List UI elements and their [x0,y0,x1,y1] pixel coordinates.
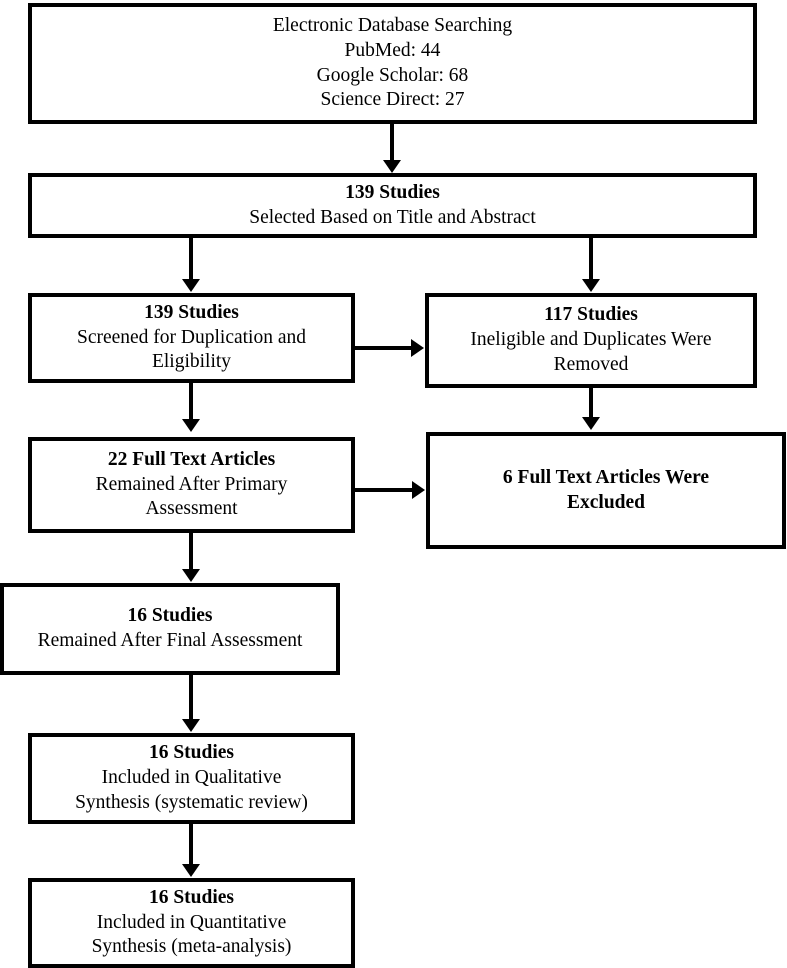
connector-selected-to-ineligible [589,238,593,280]
node-identification-line-4: Science Direct: 27 [320,89,465,111]
node-screened: 139 Studies Screened for Duplication and… [28,293,355,383]
node-ineligible-removed-description-line-2: Removed [553,353,629,375]
node-full-text-remained-description-line-1: Remained After Primary [95,473,288,495]
node-qualitative-synthesis-count: 16 Studies [148,742,235,764]
connector-screened-to-ineligible [355,346,412,350]
node-full-text-remained-count: 22 Full Text Articles [107,448,276,470]
node-quantitative-synthesis-count: 16 Studies [148,886,235,908]
node-screened-description-line-1: Screened for Duplication and [76,326,307,348]
connector-full-text-to-excluded [355,488,413,492]
arrowhead-ineligible-to-excluded [582,417,600,430]
connector-full-text-to-final [189,533,193,570]
node-final-assessment-description: Remained After Final Assessment [37,630,303,651]
node-qualitative-synthesis: 16 Studies Included in Qualitative Synth… [28,733,355,824]
connector-identification-to-selected [390,124,394,161]
node-final-assessment-count: 16 Studies [127,605,213,627]
node-selected: 139 Studies Selected Based on Title and … [28,173,757,238]
node-screened-count: 139 Studies [144,301,239,323]
arrowhead-selected-to-ineligible [582,279,600,292]
node-identification-line-2: PubMed: 44 [344,39,441,61]
node-quantitative-synthesis: 16 Studies Included in Quantitative Synt… [28,878,355,968]
node-quantitative-synthesis-description-line-1: Included in Quantitative [96,911,287,933]
connector-final-to-qualitative [189,675,193,720]
node-full-text-excluded: 6 Full Text Articles Were Excluded [426,432,786,549]
arrowhead-final-to-qualitative [182,719,200,732]
arrowhead-full-text-to-final [182,569,200,582]
node-full-text-excluded-line-2: Excluded [566,491,646,513]
node-final-assessment: 16 Studies Remained After Final Assessme… [0,583,340,675]
node-quantitative-synthesis-description-line-2: Synthesis (meta-analysis) [91,936,292,958]
arrowhead-qualitative-to-quantitative [182,864,200,877]
node-full-text-remained: 22 Full Text Articles Remained After Pri… [28,437,355,533]
connector-selected-to-screened [189,238,193,280]
node-ineligible-removed: 117 Studies Ineligible and Duplicates We… [425,293,757,388]
node-full-text-remained-description-line-2: Assessment [145,498,238,520]
node-selected-count: 139 Studies [345,181,440,203]
connector-screened-to-full-text [189,383,193,420]
node-ineligible-removed-description-line-1: Ineligible and Duplicates Were [470,329,712,351]
arrowhead-screened-to-ineligible [411,339,424,357]
connector-ineligible-to-excluded [589,388,593,418]
node-identification-line-1: Electronic Database Searching [272,14,513,36]
node-qualitative-synthesis-description-line-2: Synthesis (systematic review) [75,791,308,813]
arrowhead-full-text-to-excluded [412,481,425,499]
arrowhead-selected-to-screened [182,279,200,292]
node-full-text-excluded-line-1: 6 Full Text Articles Were [502,466,710,488]
node-screened-description-line-2: Eligibility [151,351,232,373]
arrowhead-screened-to-full-text [182,419,200,432]
node-selected-description: Selected Based on Title and Abstract [249,206,536,228]
arrowhead-identification-to-selected [383,160,401,173]
connector-qualitative-to-quantitative [189,824,193,865]
node-ineligible-removed-count: 117 Studies [544,304,638,326]
node-identification: Electronic Database Searching PubMed: 44… [28,3,757,124]
node-qualitative-synthesis-description-line-1: Included in Qualitative [101,767,282,789]
node-identification-line-3: Google Scholar: 68 [316,64,469,86]
